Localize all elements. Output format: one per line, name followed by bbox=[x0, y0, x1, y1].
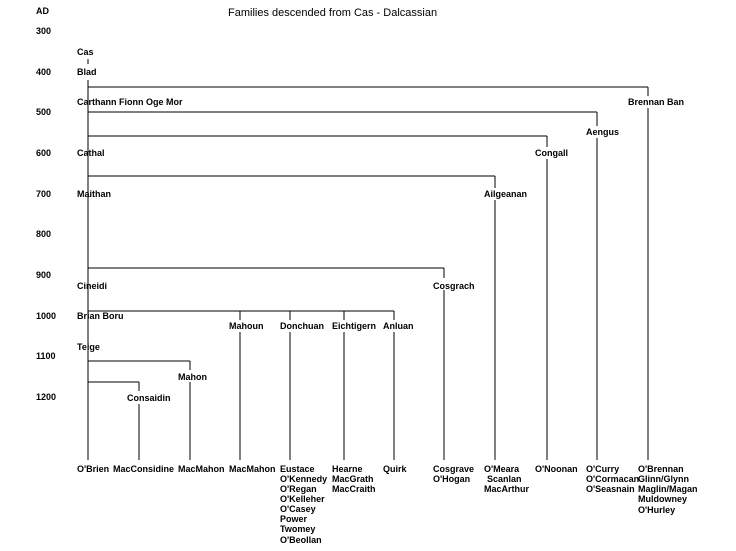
family-hearne: Hearne bbox=[332, 464, 363, 474]
family-scanlan: Scanlan bbox=[487, 474, 522, 484]
family-okennedy: O'Kennedy bbox=[280, 474, 327, 484]
family-oseasnain: O'Seasnain bbox=[586, 484, 635, 494]
name-consaidin: Consaidin bbox=[127, 393, 171, 403]
year-400: 400 bbox=[36, 67, 51, 77]
family-ohurley: O'Hurley bbox=[638, 505, 675, 515]
family-glinn-glynn: Glinn/Glynn bbox=[638, 474, 689, 484]
name-cineidi: Cineidi bbox=[77, 281, 107, 291]
name-aengus: Aengus bbox=[586, 127, 619, 137]
ancestor-names: Cas Blad Carthann Fionn Oge Mor Cathal M… bbox=[77, 47, 684, 403]
family-omeara: O'Meara bbox=[484, 464, 520, 474]
family-names: O'Brien MacConsidine MacMahon MacMahon E… bbox=[77, 464, 698, 545]
name-blad: Blad bbox=[77, 67, 97, 77]
year-300: 300 bbox=[36, 26, 51, 36]
family-ocurry: O'Curry bbox=[586, 464, 619, 474]
family-power: Power bbox=[280, 514, 308, 524]
name-brian-boru: Brian Boru bbox=[77, 311, 124, 321]
family-obrennan: O'Brennan bbox=[638, 464, 684, 474]
family-oregan: O'Regan bbox=[280, 484, 317, 494]
year-1000: 1000 bbox=[36, 311, 56, 321]
name-mahoun: Mahoun bbox=[229, 321, 264, 331]
family-macmahon-1: MacMahon bbox=[178, 464, 225, 474]
year-500: 500 bbox=[36, 107, 51, 117]
name-congall: Congall bbox=[535, 148, 568, 158]
year-600: 600 bbox=[36, 148, 51, 158]
name-mahon: Mahon bbox=[178, 372, 207, 382]
family-okelleher: O'Kelleher bbox=[280, 494, 325, 504]
family-macconsidine: MacConsidine bbox=[113, 464, 174, 474]
name-ailgeanan: Ailgeanan bbox=[484, 189, 527, 199]
name-cas: Cas bbox=[77, 47, 94, 57]
family-macarthur: MacArthur bbox=[484, 484, 530, 494]
tree-lines bbox=[87, 59, 649, 460]
family-ocasey: O'Casey bbox=[280, 504, 316, 514]
family-muldowney: Muldowney bbox=[638, 494, 687, 504]
year-800: 800 bbox=[36, 229, 51, 239]
year-700: 700 bbox=[36, 189, 51, 199]
year-900: 900 bbox=[36, 270, 51, 280]
name-carthann: Carthann Fionn Oge Mor bbox=[77, 97, 183, 107]
year-1200: 1200 bbox=[36, 392, 56, 402]
family-macgrath: MacGrath bbox=[332, 474, 374, 484]
family-quirk: Quirk bbox=[383, 464, 408, 474]
year-axis: AD 300 400 500 600 700 800 900 1000 1100… bbox=[36, 6, 56, 402]
name-donchuan: Donchuan bbox=[280, 321, 324, 331]
name-cosgrach: Cosgrach bbox=[433, 281, 475, 291]
family-macmahon-2: MacMahon bbox=[229, 464, 276, 474]
family-ohogan: O'Hogan bbox=[433, 474, 470, 484]
family-eustace: Eustace bbox=[280, 464, 315, 474]
family-maccraith: MacCraith bbox=[332, 484, 376, 494]
name-eichtigern: Eichtigern bbox=[332, 321, 376, 331]
name-teige: Teige bbox=[77, 342, 100, 352]
year-1100: 1100 bbox=[36, 351, 56, 361]
name-anluan: Anluan bbox=[383, 321, 414, 331]
family-maglin-magan: Maglin/Magan bbox=[638, 484, 698, 494]
axis-label: AD bbox=[36, 6, 49, 16]
name-maithan: Maithan bbox=[77, 189, 111, 199]
family-onoonan: O'Noonan bbox=[535, 464, 578, 474]
chart-title: Families descended from Cas - Dalcassian bbox=[228, 7, 437, 19]
family-obeollan: O'Beollan bbox=[280, 535, 322, 545]
name-brennan-ban: Brennan Ban bbox=[628, 97, 684, 107]
family-obrien: O'Brien bbox=[77, 464, 109, 474]
name-cathal: Cathal bbox=[77, 148, 105, 158]
family-ocormacan: O'Cormacan bbox=[586, 474, 639, 484]
family-twomey: Twomey bbox=[280, 524, 315, 534]
family-cosgrave: Cosgrave bbox=[433, 464, 474, 474]
